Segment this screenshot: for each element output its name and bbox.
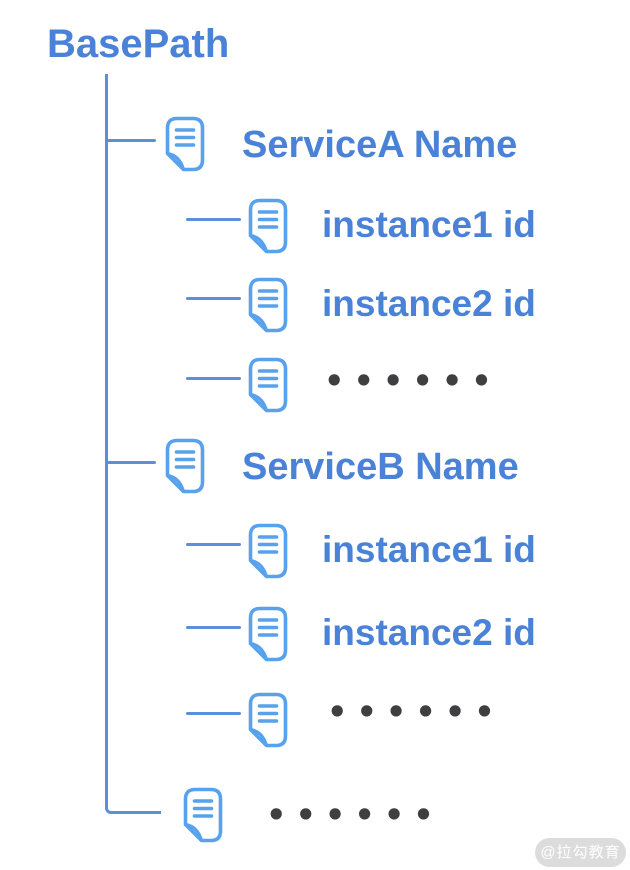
connector-line [106, 461, 156, 464]
document-icon [248, 277, 288, 333]
tree-node-instance: instance1 id [322, 529, 536, 570]
connector-line [186, 297, 241, 300]
document-icon [248, 606, 288, 662]
connector-line [186, 377, 241, 380]
basepath-label: BasePath [47, 22, 230, 66]
tree-node-instance: instance2 id [322, 612, 536, 653]
tree-trunk-line [105, 74, 161, 814]
watermark-badge: @拉勾教育 [535, 838, 626, 867]
ellipsis-more-services: •••••• [266, 796, 443, 834]
document-icon [248, 523, 288, 579]
connector-line [106, 139, 156, 142]
ellipsis-more-instances: •••••• [327, 693, 504, 731]
document-icon [248, 692, 288, 748]
tree-node-instance: instance2 id [322, 283, 536, 324]
tree-node-servicea: ServiceA Name [242, 124, 518, 166]
document-icon [165, 438, 205, 494]
connector-line [186, 626, 241, 629]
document-icon [165, 116, 205, 172]
connector-line [186, 543, 241, 546]
document-icon [248, 357, 288, 413]
document-icon [248, 198, 288, 254]
tree-node-serviceb: ServiceB Name [242, 446, 519, 488]
tree-node-instance: instance1 id [322, 204, 536, 245]
ellipsis-more-instances: •••••• [324, 362, 501, 400]
document-icon [183, 787, 223, 843]
connector-line [186, 712, 241, 715]
connector-line [186, 218, 241, 221]
